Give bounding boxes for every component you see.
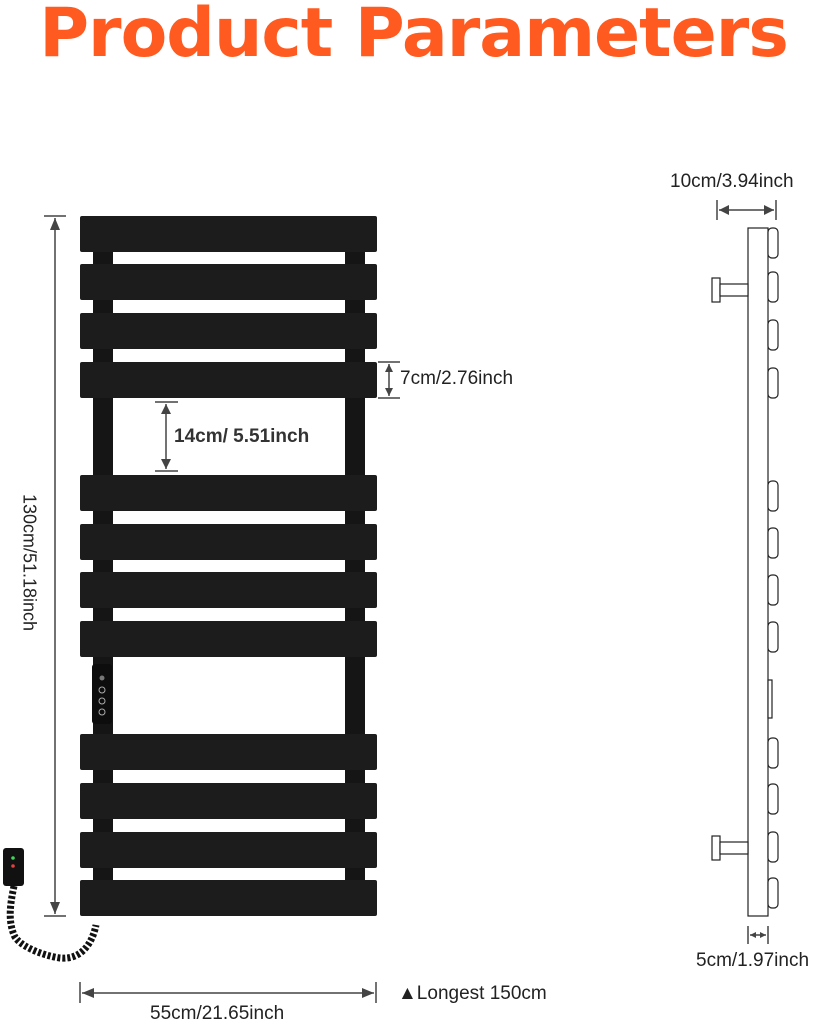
height-label: 130cm/51.18inch [19, 493, 40, 632]
bar-thickness-label: 5cm/1.97inch [696, 950, 810, 971]
page-title: Product Parameters [39, 0, 789, 73]
rail-bar [80, 264, 377, 300]
gap-spacing-label: 14cm/ 5.51inch [174, 426, 310, 447]
rail-bar [80, 832, 377, 868]
bar-spacing-label: 7cm/2.76inch [400, 368, 514, 389]
rail-bar [80, 313, 377, 349]
depth-label: 10cm/3.94inch [670, 171, 794, 192]
rail-bar [80, 572, 377, 608]
control-panel [92, 664, 112, 724]
rail-bar [80, 216, 377, 252]
rail-bar [80, 362, 377, 398]
rail-bar [80, 783, 377, 819]
width-label: 55cm/21.65inch [150, 1003, 285, 1024]
longest-label: ▲Longest 150cm [398, 983, 547, 1004]
rail-bar [80, 524, 377, 560]
rail-bar [80, 880, 377, 916]
rail-bar [80, 734, 377, 770]
coiled-cable [6, 885, 100, 962]
rail-bar [80, 621, 377, 657]
rail-bar [80, 475, 377, 511]
